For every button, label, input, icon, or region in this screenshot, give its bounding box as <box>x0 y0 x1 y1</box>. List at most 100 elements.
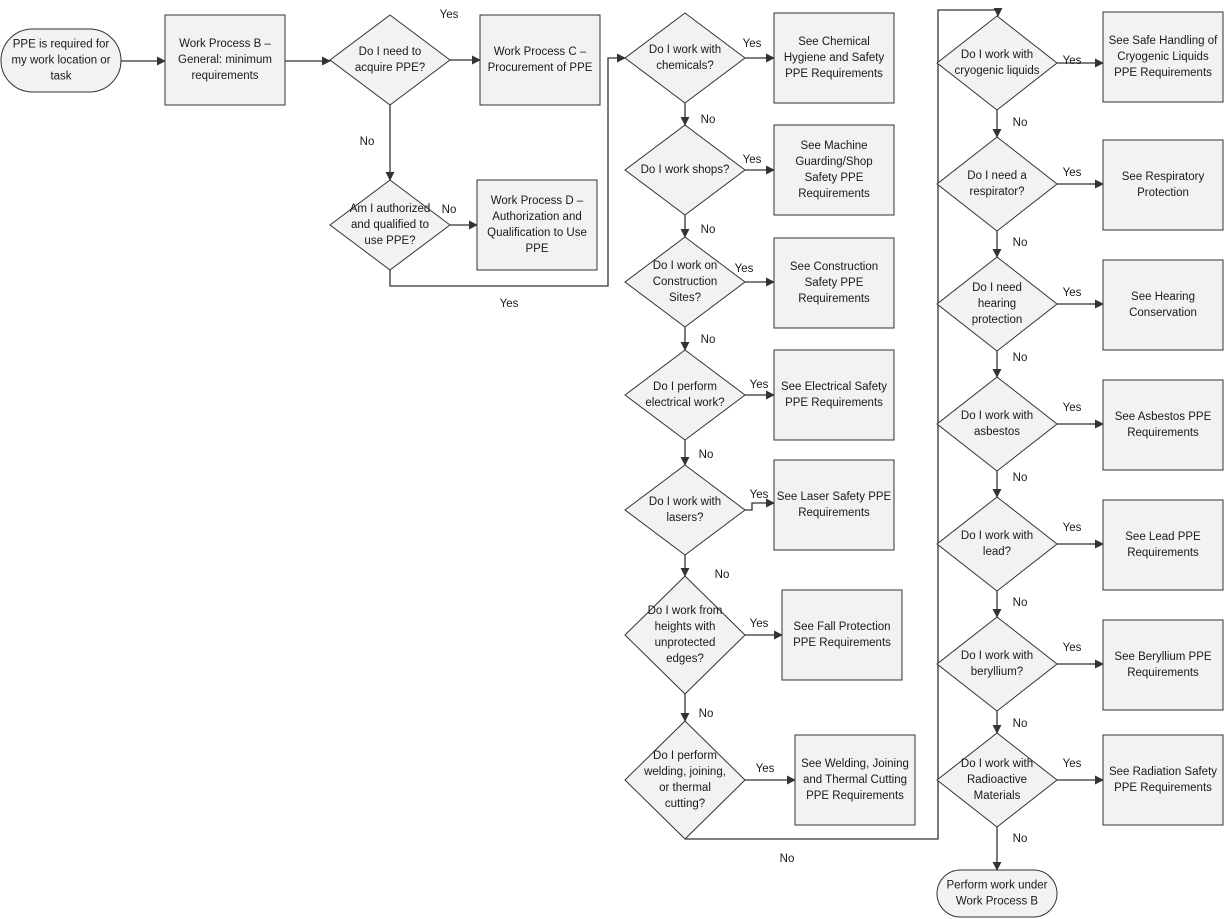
decision-diamond <box>936 496 1058 592</box>
decision-diamond <box>936 256 1058 352</box>
no-label-no_laser: No <box>715 569 730 581</box>
node-label-line: Do I work from <box>648 605 723 617</box>
process-rect <box>479 14 601 106</box>
process-rect <box>1102 379 1224 471</box>
yes-label-yes_rad: Yes <box>1063 758 1082 770</box>
node-label-line: PPE Requirements <box>806 790 904 802</box>
node-label-line: heights with <box>655 621 716 633</box>
node-label-line: Do I perform <box>653 381 717 393</box>
node-label-line: See Respiratory <box>1122 171 1205 183</box>
no-label-no_weld: No <box>780 853 795 865</box>
node-label-line: Do I need <box>972 282 1022 294</box>
node-label-line: protection <box>972 314 1023 326</box>
process-rect <box>781 589 903 681</box>
decision-q_chem: Do I work with chemicals? <box>624 12 746 104</box>
connector-arrow <box>389 53 626 287</box>
node-label-line: PPE Requirements <box>793 637 891 649</box>
no-label-no_hear: No <box>1013 352 1028 364</box>
decision-diamond <box>329 179 451 271</box>
yes-label-yes_cryo: Yes <box>1063 55 1082 67</box>
node-label-line: Requirements <box>1127 667 1199 679</box>
node-label-line: PPE Requirements <box>1114 67 1212 79</box>
decision-q_elec: Do I perform electrical work? <box>624 349 746 441</box>
node-label-line: Do I work shops? <box>641 164 730 176</box>
yes-label-yes_height: Yes <box>750 618 769 630</box>
node-label-line: Qualification to Use <box>487 227 587 239</box>
node-label-line: Requirements <box>798 188 870 200</box>
node-label-line: PPE Requirements <box>785 397 883 409</box>
node-label-line: requirements <box>191 70 258 82</box>
process-rect <box>773 237 895 329</box>
no-label-no_resp: No <box>1013 237 1028 249</box>
yes-label-yes_auth: Yes <box>500 298 519 310</box>
node-label-line: Cryogenic Liquids <box>1117 51 1209 63</box>
node-label-line: General: minimum <box>178 54 272 66</box>
node-label-line: See Construction <box>790 261 878 273</box>
node-label-line: See Laser Safety PPE <box>777 491 892 503</box>
process-box-r_bery: See Beryllium PPE Requirements <box>1102 619 1224 711</box>
node-label-line: chemicals? <box>656 60 714 72</box>
node-label-line: See Chemical <box>798 36 870 48</box>
node-label-line: PPE is required for <box>13 39 110 51</box>
yes-label-yes_chem: Yes <box>743 38 762 50</box>
node-label-line: Do I work with <box>961 758 1033 770</box>
process-rect <box>476 179 598 271</box>
node-label-line: See Safe Handling of <box>1109 35 1218 47</box>
no-label-no_asb: No <box>1013 472 1028 484</box>
node-label-line: Do I work with <box>961 410 1033 422</box>
node-label-line: electrical work? <box>645 397 724 409</box>
node-label-line: Procurement of PPE <box>488 62 593 74</box>
node-label-line: PPE Requirements <box>785 68 883 80</box>
yes-label-yes_hear: Yes <box>1063 287 1082 299</box>
node-label-line: cutting? <box>665 798 705 810</box>
process-rect <box>1102 259 1224 351</box>
node-label-line: Authorization and <box>492 211 582 223</box>
no-label-no_cryo: No <box>1013 117 1028 129</box>
decision-diamond <box>329 14 451 106</box>
process-rect <box>1102 499 1224 591</box>
terminal-shape <box>0 28 122 93</box>
process-rect <box>1102 139 1224 231</box>
node-label-line: Do I work with <box>649 44 721 56</box>
process-rect <box>773 12 895 104</box>
node-label-line: Do I work with <box>961 650 1033 662</box>
node-label-line: Do I need to <box>359 46 422 58</box>
node-label-line: Sites? <box>669 292 701 304</box>
decision-diamond <box>624 349 746 441</box>
decision-q_shops: Do I work shops? <box>624 124 746 216</box>
node-label-line: beryllium? <box>971 666 1023 678</box>
node-label-line: Do I need a <box>967 170 1027 182</box>
node-label-line: Requirements <box>798 293 870 305</box>
process-rect <box>1102 619 1224 711</box>
no-label-no_auth: No <box>442 204 457 216</box>
node-label-line: welding, joining, <box>643 766 726 778</box>
no-label-no_acquire: No <box>360 136 375 148</box>
no-label-no_constr: No <box>701 334 716 346</box>
decision-diamond <box>624 236 746 328</box>
node-label-line: See Fall Protection <box>793 621 890 633</box>
node-label-line: See Beryllium PPE <box>1114 651 1211 663</box>
decision-diamond <box>624 720 746 840</box>
node-label-line: See Lead PPE <box>1125 531 1201 543</box>
node-label-line: Work Process C – <box>494 46 587 58</box>
process-rect <box>1102 734 1224 826</box>
yes-label-yes_acquire: Yes <box>440 9 459 21</box>
connector-arrow <box>685 7 1003 840</box>
node-label-line: and qualified to <box>351 219 429 231</box>
node-label-line: Guarding/Shop <box>795 156 872 168</box>
no-label-no_chem: No <box>701 114 716 126</box>
process-box-wpD: Work Process D –Authorization andQualifi… <box>476 179 598 271</box>
no-label-no_height: No <box>699 708 714 720</box>
decision-diamond <box>624 464 746 556</box>
decision-diamond <box>624 12 746 104</box>
